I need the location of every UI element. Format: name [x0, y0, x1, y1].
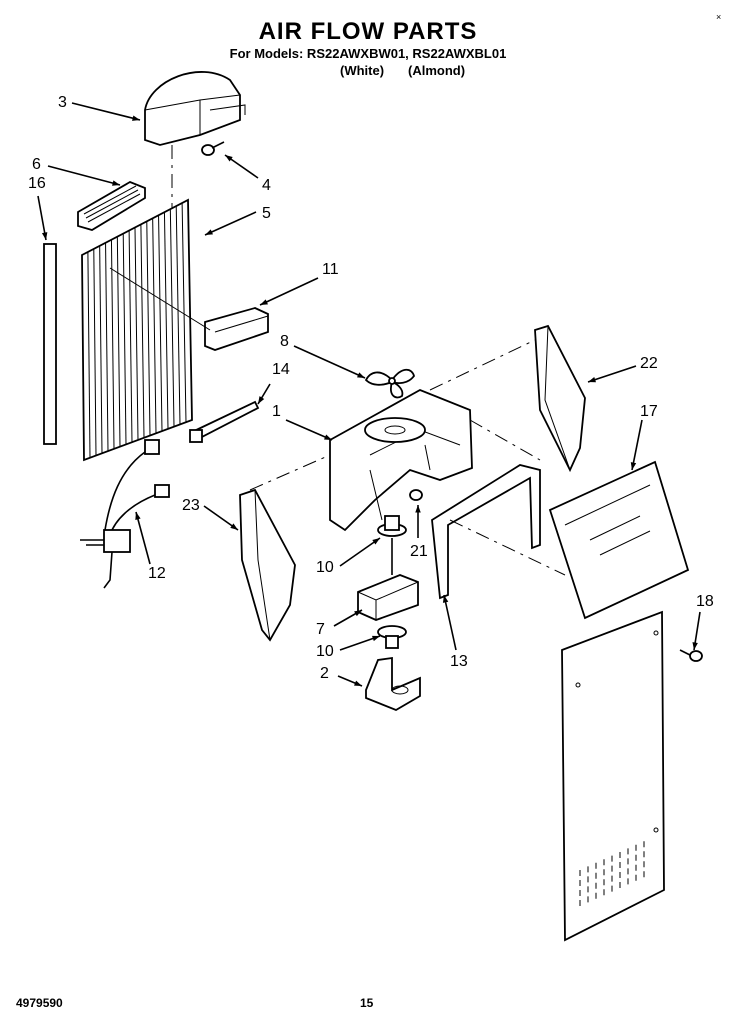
arrowhead [225, 155, 233, 162]
drawing-line [175, 206, 181, 425]
callout-1: 1 [272, 403, 281, 420]
arrowhead [260, 299, 268, 305]
drawing-line [134, 227, 139, 441]
drawing-line [631, 419, 643, 471]
arrowhead [354, 610, 362, 617]
callout-23: 23 [182, 497, 200, 514]
drawing-line [204, 211, 257, 236]
part-4-screw [201, 141, 225, 156]
part-5-evaporator-cover [81, 198, 193, 462]
callout-8: 8 [280, 333, 289, 350]
part-7-fan-motor [357, 538, 419, 621]
color-almond-label: (Almond) [408, 63, 466, 78]
part-22-side-panel [534, 324, 586, 473]
drawing-line [47, 165, 121, 186]
part-11-bracket [109, 267, 269, 351]
part-1-fan-housing [329, 389, 473, 532]
part-3-duct-cover [144, 71, 246, 220]
drawing-line [443, 594, 457, 651]
callout-4: 4 [262, 177, 271, 194]
drawing-line [71, 102, 141, 121]
arrowhead [692, 642, 698, 650]
drawing-line [93, 248, 97, 456]
part-6-grille [77, 181, 146, 231]
part-10-grommet-upper [377, 515, 407, 537]
models-line: For Models: RS22AWXBW01, RS22AWXBL01 [229, 46, 507, 61]
drawing-line [128, 230, 133, 443]
alignment-lines [249, 339, 566, 576]
arrowhead [258, 396, 265, 404]
drawing-line [116, 236, 121, 447]
callout-12: 12 [148, 565, 166, 582]
arrowhead [41, 232, 48, 240]
drawing-line [152, 218, 157, 434]
callout-22: 22 [640, 355, 658, 372]
drawing-line [163, 212, 169, 429]
arrowhead [372, 635, 380, 642]
drawing-line [99, 245, 103, 454]
drawing-line [135, 511, 151, 565]
part-8-fan-blade [364, 368, 415, 399]
callout-14: 14 [272, 361, 290, 378]
page-title: AIR FLOW PARTS [258, 18, 478, 45]
arrowhead [588, 377, 596, 383]
part-10-grommet-lower [377, 625, 407, 649]
arrowhead [442, 595, 449, 603]
arrowhead [415, 505, 421, 513]
drawing-line [259, 277, 319, 306]
drawing-line [158, 215, 163, 432]
callout-5: 5 [262, 205, 271, 222]
drawing-line [146, 221, 151, 436]
part-16-seal-strip [43, 243, 57, 445]
drawing-line [285, 419, 333, 441]
drawing-line [169, 209, 175, 427]
arrowhead [112, 180, 120, 186]
drawing-line [293, 345, 366, 379]
part-18-screw [679, 649, 703, 662]
part-13-gasket [431, 464, 541, 600]
drawing-line [105, 242, 109, 452]
callout-2: 2 [320, 665, 329, 682]
callout-17: 17 [640, 403, 658, 420]
part-17-upper-panel [548, 460, 690, 620]
arrowhead [372, 538, 380, 545]
drawing-line [339, 537, 381, 567]
callout-11: 11 [322, 261, 339, 278]
part-12-wiring-harness [80, 439, 170, 589]
callout-13: 13 [450, 653, 468, 670]
arrowhead [205, 229, 213, 235]
arrowhead [230, 523, 238, 530]
callout-10-upper: 10 [316, 559, 334, 576]
drawing-line [140, 224, 145, 438]
callout-7: 7 [316, 621, 325, 638]
part-2-motor-bracket [365, 656, 421, 711]
document-number: 4979590 [16, 996, 63, 1010]
part-21-clip [409, 489, 423, 501]
leader-arrows [37, 102, 701, 687]
arrowhead [630, 462, 637, 470]
arrowhead [132, 115, 140, 121]
rear-panel [561, 610, 665, 942]
callout-16: 16 [28, 175, 46, 192]
drawing-line [87, 251, 91, 458]
callout-21: 21 [410, 543, 428, 560]
corner-mark: × [716, 12, 722, 22]
page-number: 15 [360, 996, 374, 1010]
drawing-line [181, 203, 187, 423]
callout-6: 6 [32, 156, 41, 173]
color-white-label: (White) [340, 63, 385, 78]
arrowhead [354, 680, 362, 686]
callout-18: 18 [696, 593, 714, 610]
arrowhead [324, 434, 332, 440]
part-14-heater [189, 400, 260, 443]
drawing-line [122, 233, 127, 445]
part-23-side-panel [239, 488, 296, 642]
drawing-line [110, 239, 115, 449]
callout-3: 3 [58, 94, 67, 111]
drawing-line [587, 365, 637, 383]
callout-10-lower: 10 [316, 643, 334, 660]
arrowhead [357, 372, 365, 378]
arrowhead [135, 512, 141, 520]
